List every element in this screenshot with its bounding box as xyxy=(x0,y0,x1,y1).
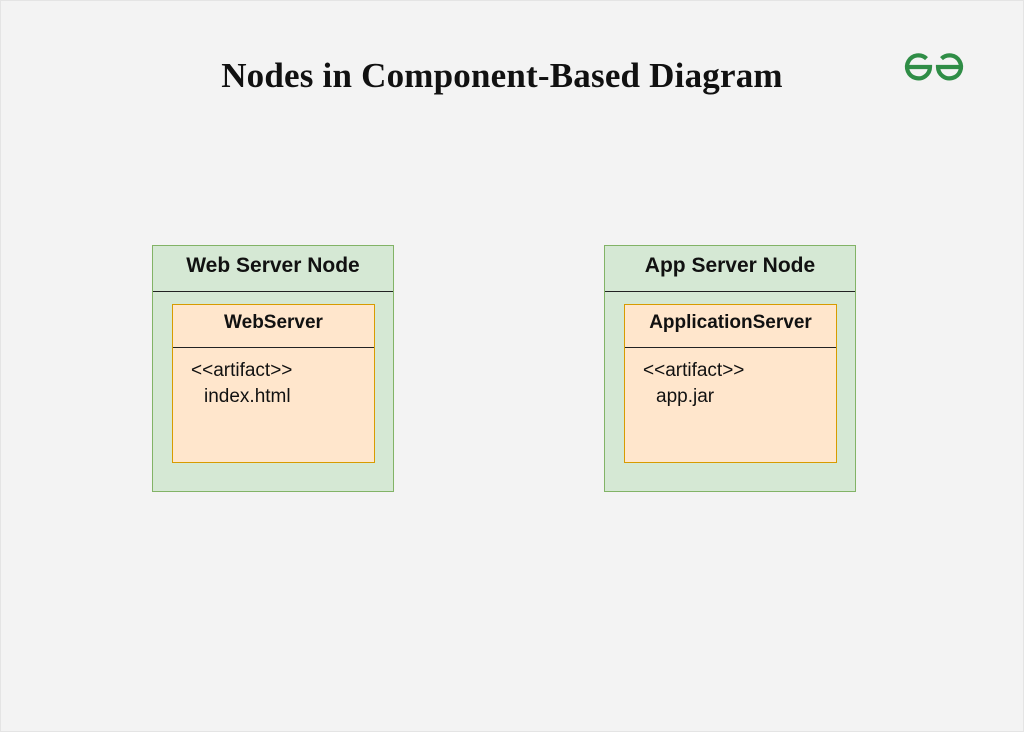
node-title: Web Server Node xyxy=(153,246,393,292)
app-server-node[interactable]: App Server Node ApplicationServer <<arti… xyxy=(604,245,856,492)
artifact-block: <<artifact>> app.jar xyxy=(643,358,744,410)
artifact-name: app.jar xyxy=(656,386,715,407)
component-title: ApplicationServer xyxy=(625,305,836,348)
diagram-title: Nodes in Component-Based Diagram xyxy=(221,56,783,95)
artifact-block: <<artifact>> index.html xyxy=(191,358,292,410)
web-server-node[interactable]: Web Server Node WebServer <<artifact>> i… xyxy=(152,245,394,492)
applicationserver-component[interactable]: ApplicationServer <<artifact>> app.jar xyxy=(624,304,837,463)
webserver-component[interactable]: WebServer <<artifact>> index.html xyxy=(172,304,375,463)
geeksforgeeks-logo-icon xyxy=(904,53,964,81)
artifact-name: index.html xyxy=(204,386,291,407)
artifact-stereotype: <<artifact>> xyxy=(643,360,745,381)
node-title: App Server Node xyxy=(605,246,855,292)
component-title: WebServer xyxy=(173,305,374,348)
artifact-stereotype: <<artifact>> xyxy=(191,360,293,381)
